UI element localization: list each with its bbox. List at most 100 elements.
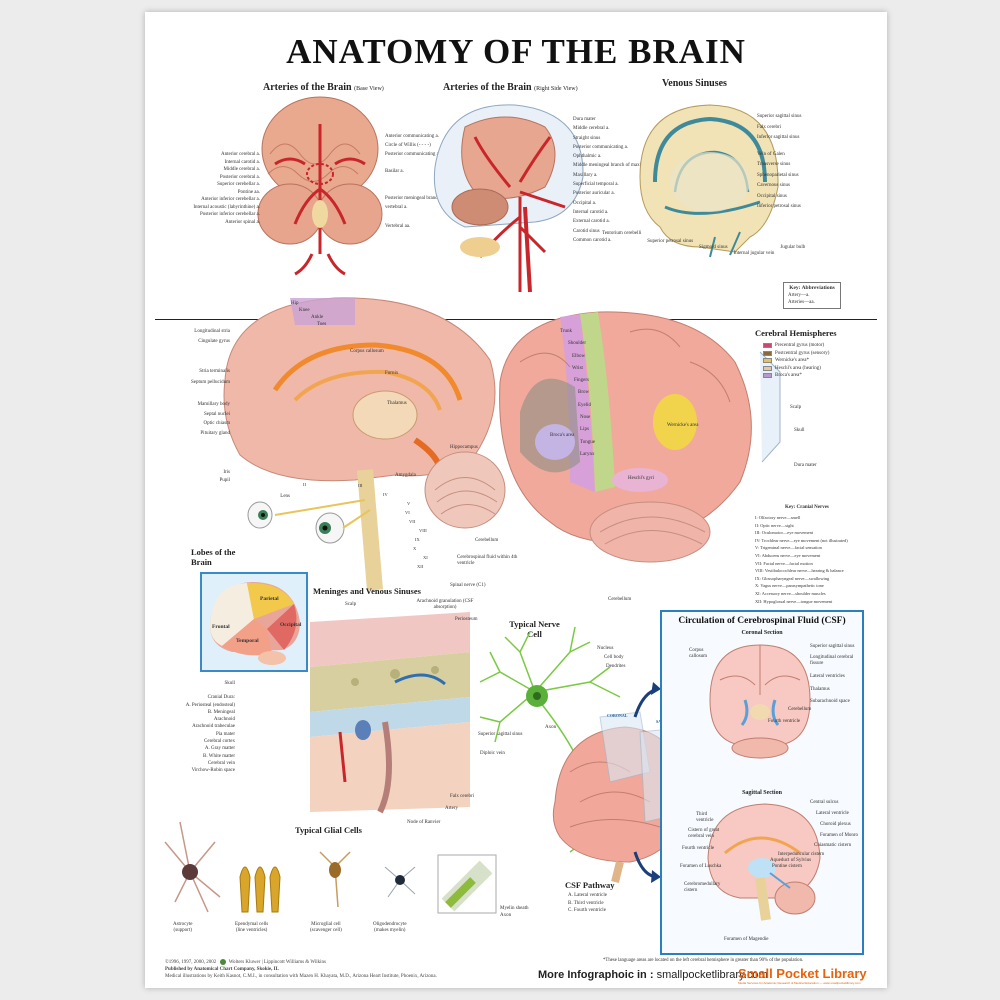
numeral: V bbox=[407, 501, 411, 506]
venous-illustration bbox=[639, 104, 779, 258]
swatch-heschl bbox=[763, 365, 772, 371]
label: Anterior communicating a. bbox=[385, 134, 440, 139]
label: Foramen of Luschka bbox=[680, 864, 722, 869]
cranial-nerve-item: VIII: Vestibulocochlear nerve—hearing & … bbox=[755, 568, 844, 574]
label-brocas-area: Broca's area bbox=[550, 433, 575, 438]
swatch-wernicke bbox=[763, 358, 772, 364]
label: Nucleus bbox=[597, 646, 614, 651]
label: Jugular bulb bbox=[780, 245, 806, 250]
label-dura-mater: Dura mater bbox=[794, 463, 817, 468]
label: Occipital sinus bbox=[757, 193, 787, 199]
hemisphere-item: Wernicke's area* bbox=[763, 357, 829, 365]
label: Middle meningeal branch of maxillary a. bbox=[573, 163, 655, 169]
lobe-frontal: Frontal bbox=[212, 624, 230, 630]
glial-role: (line ventricles) bbox=[235, 928, 268, 933]
label: Posterior cerebral a. bbox=[219, 174, 260, 180]
homunculus-top: Hip Knee Ankle Toes bbox=[291, 300, 326, 328]
label: Anterior inferior cerebellar a. bbox=[201, 197, 260, 202]
csf-pathway-heading: CSF Pathway bbox=[565, 880, 615, 890]
arteries-base-labels-right: Anterior communicating a. Circle of Will… bbox=[385, 132, 455, 231]
numeral: XI bbox=[423, 555, 428, 560]
label-diploic-vein: Diploic vein bbox=[480, 751, 505, 756]
label: Larynx bbox=[580, 451, 595, 457]
lobes-heading: Lobes of the Brain bbox=[191, 547, 236, 567]
label: Cingulate gyrus bbox=[198, 338, 230, 344]
glial-name: Oligodendrocyte bbox=[373, 922, 407, 927]
lobes-illustration bbox=[210, 582, 300, 665]
csf-pathway-list: A. Lateral ventricle B. Third ventricle … bbox=[568, 892, 607, 915]
glial-microglial: Microglial cell (scavenger cell) bbox=[310, 922, 342, 934]
label: Iris bbox=[223, 470, 230, 475]
label: Carotid sinus bbox=[573, 228, 600, 234]
label: Shoulder bbox=[568, 341, 587, 347]
venous-heading: Venous Sinuses bbox=[662, 78, 727, 89]
label: Vertebral aa. bbox=[385, 224, 411, 229]
label: Middle cerebral a. bbox=[573, 126, 610, 132]
label: Straight sinus bbox=[573, 135, 601, 141]
label: Basilar a. bbox=[385, 169, 404, 174]
small-pocket-library-tagline: Media Services for Academic Research & M… bbox=[738, 981, 861, 985]
infographic-link[interactable]: More Infographoic in : smallpocketlibrar… bbox=[538, 969, 768, 981]
glial-name: Microglial cell bbox=[311, 922, 341, 927]
myelin-labels: Myelin sheath Axon bbox=[500, 905, 528, 919]
label: Lateral ventricles bbox=[810, 673, 845, 679]
glial-illustration bbox=[164, 821, 416, 913]
hemisphere-item: Precentral gyrus (motor) bbox=[763, 342, 829, 350]
swatch-broca bbox=[763, 373, 772, 379]
cranial-nerve-item: XII: Hypoglossal nerve—tongue movement bbox=[755, 598, 833, 604]
cranial-nerves-heading: Key: Cranial Nerves bbox=[785, 505, 829, 510]
label: Superior sagittal sinus bbox=[810, 644, 855, 649]
label-foramen-of-magendie: Foramen of Magendie bbox=[724, 937, 769, 942]
hemisphere-label: Wernicke's area* bbox=[775, 358, 809, 363]
label-fornix: Fornix bbox=[385, 371, 399, 376]
glial-role: (support) bbox=[173, 928, 192, 933]
small-pocket-library-logo: Small Pocket Library bbox=[738, 966, 867, 981]
csf-arrows bbox=[633, 682, 661, 883]
glial-heading: Typical Glial Cells bbox=[295, 825, 362, 835]
cranial-nerve-item: V: Trigeminal nerve—facial sensation bbox=[755, 545, 822, 551]
label: Cerebellum bbox=[788, 707, 812, 713]
label-falx-cerebri: Falx cerebri bbox=[450, 794, 475, 799]
label: Sphenoparietal sinus bbox=[757, 172, 799, 178]
label-periosteum: Periosteum bbox=[455, 617, 478, 622]
numeral: III bbox=[358, 483, 363, 488]
label: Longitudinal cerebral fissure bbox=[810, 655, 854, 667]
label: Axon bbox=[500, 913, 512, 918]
label: Central sulcus bbox=[810, 800, 839, 805]
published-by: Published by Anatomical Chart Company, S… bbox=[165, 967, 279, 973]
hemisphere-label: Precentral gyrus (motor) bbox=[775, 343, 825, 348]
label: Superior sagittal sinus bbox=[757, 114, 802, 119]
csf-heading: Circulation of Cerebrospinal Fluid (CSF) bbox=[678, 616, 846, 626]
label: Circle of Willis (- - - -) bbox=[385, 143, 431, 148]
label: Interpeduncular cistern bbox=[778, 852, 825, 857]
label: Tentorium cerebelli bbox=[602, 231, 642, 236]
label: Third ventricle bbox=[696, 812, 714, 823]
label: Superior cerebellar a. bbox=[217, 182, 260, 187]
arrow-icon bbox=[651, 682, 661, 695]
label-wernickes-area: Wernicke's area bbox=[667, 423, 699, 428]
arteries-base-heading: Arteries of the Brain (Base View) bbox=[263, 82, 384, 93]
glial-ependymal: Ependymal cells (line ventricles) bbox=[235, 922, 268, 934]
section-divider bbox=[155, 319, 877, 320]
sagittal-heading: Sagittal Section bbox=[742, 790, 782, 796]
label: Inferior sagittal sinus bbox=[757, 135, 800, 140]
label: Pontine aa. bbox=[237, 189, 260, 195]
label: Chiasmatic cistern bbox=[814, 843, 852, 848]
label: Pontine cistern bbox=[772, 864, 802, 869]
arteries-side-illustration bbox=[433, 104, 584, 293]
nerve-cell-labels: Nucleus Cell body Dendrites bbox=[597, 644, 625, 671]
cranial-nerve-item: IX: Glossopharyngeal nerve—swallowing bbox=[755, 575, 830, 581]
arteries-side-view: (Right Side View) bbox=[534, 86, 578, 92]
label: Foramen of Monro bbox=[820, 833, 859, 838]
numeral: VII bbox=[409, 519, 416, 524]
label: Thalamus bbox=[810, 686, 830, 692]
meninges-illustration bbox=[310, 612, 470, 814]
label: Arachnoid bbox=[213, 717, 235, 723]
cranial-numerals: II III IV V VI VII VIII IX X XI XII bbox=[303, 482, 428, 571]
infographic-prefix: More Infographoic in : bbox=[538, 969, 654, 981]
label: Pituitary gland bbox=[200, 430, 230, 436]
midsagittal-brain-illustration bbox=[223, 297, 506, 591]
arteries-base-title: Arteries of the Brain bbox=[263, 82, 352, 93]
arteries-side-labels: Dura mater Middle cerebral a. Straight s… bbox=[573, 115, 655, 245]
label: Inferior petrosal sinus bbox=[757, 204, 801, 209]
